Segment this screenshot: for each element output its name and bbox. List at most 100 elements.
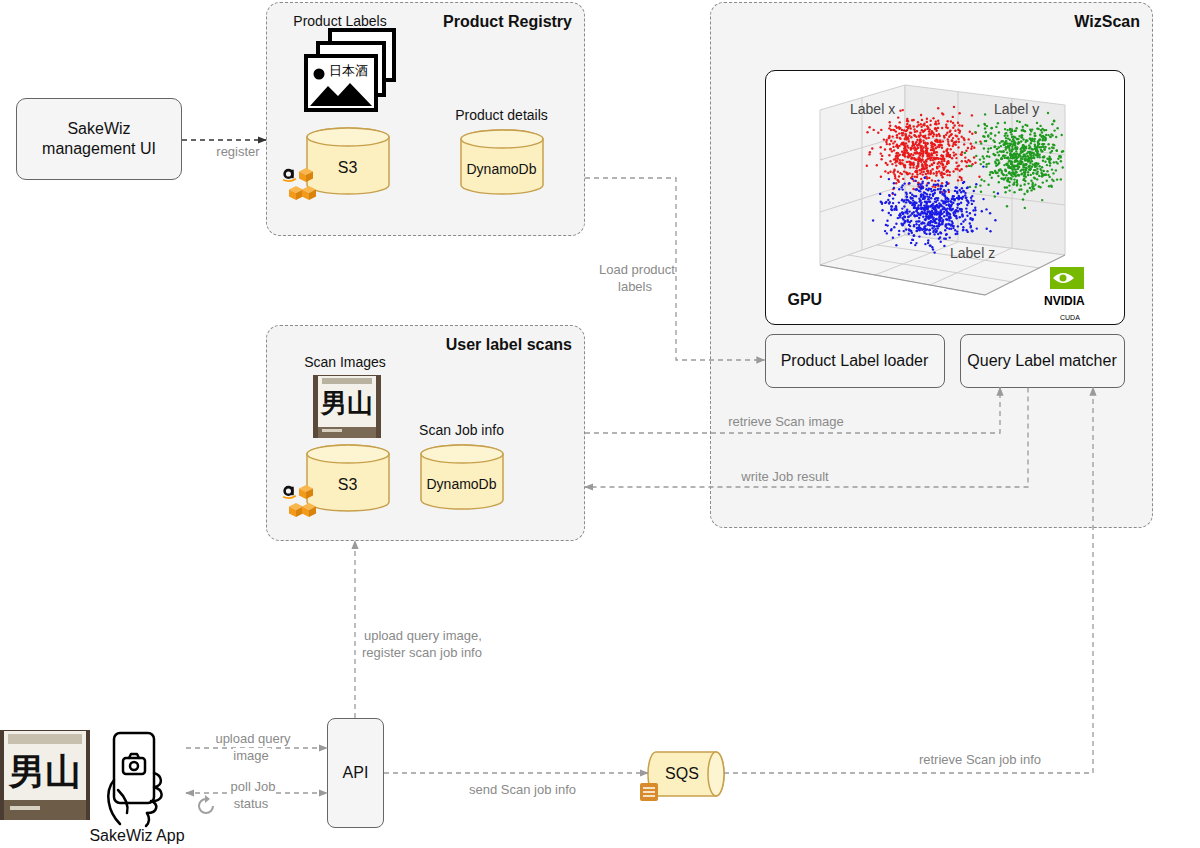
scatter-dot: [938, 224, 940, 226]
scatter-dot: [931, 142, 933, 144]
scatter-dot: [932, 207, 934, 209]
node-label: DynamoDb: [426, 474, 496, 494]
node-label: DynamoDb: [466, 159, 536, 179]
scatter-dot: [931, 146, 933, 148]
scatter-dot: [906, 193, 908, 195]
product-labels-icon: [314, 69, 325, 80]
scatter-dot: [920, 114, 922, 116]
scatter-plot-axes: [820, 85, 1065, 295]
scatter-dot: [907, 126, 909, 128]
scatter-dot: [962, 229, 964, 231]
scatter-dot: [932, 135, 934, 137]
scatter-dot: [930, 144, 932, 146]
scatter-dot: [934, 222, 936, 224]
scatter-dot: [1006, 151, 1008, 153]
scatter-plot-axes: [877, 245, 1040, 268]
group-title: User label scans: [267, 326, 584, 355]
scatter-dot: [930, 220, 932, 222]
scatter-dot: [1026, 152, 1028, 154]
scatter-dot: [938, 144, 940, 146]
scatter-dot: [905, 171, 907, 173]
scatter-dot: [963, 181, 965, 183]
scatter-dot: [1007, 179, 1009, 181]
scatter-dot: [924, 129, 926, 131]
scatter-dot: [1020, 163, 1022, 165]
scatter-dot: [929, 222, 931, 224]
scatter-dot: [1025, 147, 1027, 149]
scatter-dot: [999, 150, 1001, 152]
scatter-dot: [946, 174, 948, 176]
scatter-dot: [954, 141, 956, 143]
scatter-dot: [942, 155, 944, 157]
scatter-dot: [1020, 136, 1022, 138]
scatter-dot: [898, 162, 900, 164]
scatter-dot: [924, 225, 926, 227]
scatter-dot: [1004, 191, 1006, 193]
scatter-dot: [929, 173, 931, 175]
scatter-dot: [925, 215, 927, 217]
scatter-plot-axes: [985, 255, 1065, 295]
scatter-dot: [962, 220, 964, 222]
scatter-dot: [918, 229, 920, 231]
scatter-dot: [957, 129, 959, 131]
scatter-dot: [1027, 157, 1029, 159]
scatter-dot: [1020, 173, 1022, 175]
scatter-dot: [915, 220, 917, 222]
scatter-dot: [902, 178, 904, 180]
scatter-dot: [1040, 129, 1042, 131]
scatter-dot: [962, 226, 964, 228]
scatter-dot: [973, 147, 975, 149]
scatter-dot: [931, 142, 933, 144]
scatter-dot: [1030, 148, 1032, 150]
scatter-dot: [905, 134, 907, 136]
scatter-dot: [1043, 148, 1045, 150]
scatter-dot: [956, 210, 958, 212]
scatter-dot: [916, 165, 918, 167]
scatter-dot: [925, 145, 927, 147]
scatter-dot: [986, 155, 988, 157]
scatter-dot: [902, 132, 904, 134]
scatter-dot: [983, 136, 985, 138]
scatter-dot: [947, 189, 949, 191]
scatter-dot: [952, 122, 954, 124]
scatter-dot: [918, 142, 920, 144]
scatter-dot: [941, 112, 943, 114]
scatter-dot: [924, 144, 926, 146]
scatter-dot: [957, 138, 959, 140]
scatter-dot: [919, 134, 921, 136]
scatter-dot: [1032, 182, 1034, 184]
scatter-dot: [940, 155, 942, 157]
scatter-dot: [954, 141, 956, 143]
scatter-dot: [1042, 139, 1044, 141]
scatter-dot: [934, 207, 936, 209]
scatter-dot: [929, 213, 931, 215]
scatter-dot: [1010, 174, 1012, 176]
scatter-dot: [909, 221, 911, 223]
scatter-dot: [919, 200, 921, 202]
scatter-dot: [920, 150, 922, 152]
scatter-dot: [866, 131, 868, 133]
scatter-dot: [1050, 133, 1052, 135]
scatter-dot: [982, 135, 984, 137]
scatter-dot: [1021, 129, 1023, 131]
scatter-dot: [939, 236, 941, 238]
scatter-dot: [995, 126, 997, 128]
scatter-dot: [909, 166, 911, 168]
scatter-dot: [1025, 169, 1027, 171]
scatter-dot: [911, 175, 913, 177]
scatter-dot: [899, 137, 901, 139]
scatter-dot: [1011, 136, 1013, 138]
scatter-dot: [1002, 178, 1004, 180]
scatter-dot: [904, 216, 906, 218]
scatter-dot: [945, 134, 947, 136]
scatter-dot: [929, 216, 931, 218]
scatter-plot-axes: [905, 85, 1065, 255]
scatter-dot: [949, 208, 951, 210]
scatter-dot: [1002, 173, 1004, 175]
scatter-dot: [903, 152, 905, 154]
scatter-dot: [932, 248, 934, 250]
scatter-dot: [1021, 158, 1023, 160]
scatter-dot: [933, 151, 935, 153]
scatter-dot: [1018, 189, 1020, 191]
scatter-dot: [903, 200, 905, 202]
